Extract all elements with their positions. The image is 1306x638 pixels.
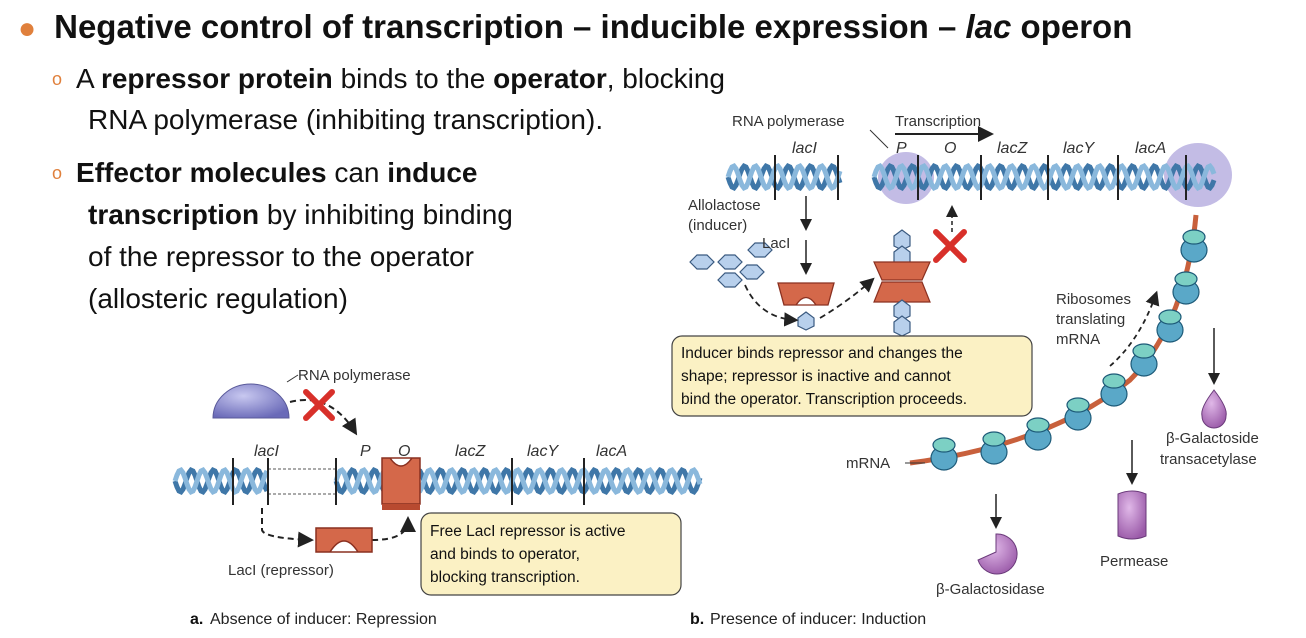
dna-helix-strand: [871, 163, 1217, 191]
gene-label-b-laca: lacA: [1135, 140, 1166, 157]
free-repressor-icon: [315, 527, 373, 553]
title-post: operon: [1011, 8, 1133, 45]
bullet-run: A: [76, 63, 101, 94]
gene-label-b-lacy: lacY: [1063, 140, 1095, 157]
allolactose-label: Allolactose: [688, 197, 761, 214]
bullet-text: A repressor protein binds to the operato…: [76, 63, 725, 94]
bullet-text: of the repressor to the operator: [88, 241, 474, 272]
callout-a-line-1: Free LacI repressor is active: [430, 523, 626, 540]
ribosomes-icon: [930, 229, 1208, 471]
transacetylase-icon: [1201, 389, 1227, 429]
gene-label-laci: lacI: [254, 443, 279, 460]
gene-label-o: O: [398, 443, 410, 460]
caption-a-letter: a.: [190, 611, 203, 628]
rna-polymerase-b-label: RNA polymerase: [732, 113, 845, 130]
rna-polymerase-label: RNA polymerase: [298, 367, 411, 384]
permease-label: Permease: [1100, 553, 1168, 570]
dna-helix-strand: [172, 467, 270, 495]
dna-strand-b: [725, 163, 1217, 191]
bullet-2-line-2: transcription by inhibiting binding: [88, 196, 513, 233]
title-pre: Negative control of transcription – indu…: [54, 8, 966, 45]
bullet-run: repressor protein: [100, 63, 333, 94]
blocked-x-icon: [303, 389, 335, 421]
callout-a-line-3: blocking transcription.: [430, 569, 580, 586]
callout-b-line-3: bind the operator. Transcription proceed…: [681, 391, 967, 408]
bullet-2-line-4: (allosteric regulation): [88, 280, 348, 317]
bullet-text: transcription by inhibiting binding: [88, 199, 513, 230]
gene-label-b-laci: lacI: [792, 140, 817, 157]
laci-repressor-icon: [777, 282, 835, 306]
bullet-circle-icon: o: [52, 69, 63, 89]
callout-b-line-1: Inducer binds repressor and changes the: [681, 345, 963, 362]
caption-a: Absence of inducer: Repression: [210, 611, 437, 628]
dna-helix-strand: [871, 163, 1217, 191]
bullet-run: Effector molecules: [76, 157, 327, 188]
dna-helix-strand: [725, 163, 843, 191]
bullet-run: RNA polymerase (inhibiting transcription…: [88, 104, 604, 135]
laci-b-label: LacI: [762, 235, 790, 252]
transacetylase-label-1: β-Galactoside: [1166, 430, 1259, 447]
inactive-repressor-icon: [873, 229, 931, 337]
bullet-run: binds to the: [332, 63, 494, 94]
bullet-2-line-1: o Effector molecules can induce: [52, 154, 477, 195]
gene-label-lacy: lacY: [527, 443, 559, 460]
bullet-1-line-2: RNA polymerase (inhibiting transcription…: [88, 101, 603, 138]
panel-b: RNA polymerase Transcription lacI P O la…: [671, 113, 1259, 628]
ribosomes-label-3: mRNA: [1056, 331, 1100, 348]
callout-b-line-2: shape; repressor is inactive and cannot: [681, 368, 951, 385]
blocked-x-b-icon: [933, 229, 967, 263]
caption-b: Presence of inducer: Induction: [710, 611, 926, 628]
gene-label-b-o: O: [944, 140, 956, 157]
caption-b-letter: b.: [690, 611, 704, 628]
polymerase-end-icon: [1164, 143, 1232, 207]
transcription-label: Transcription: [895, 113, 981, 130]
rna-polymerase-icon: [212, 383, 290, 419]
bullet-circle-icon: o: [52, 163, 63, 183]
gene-label-b-p: P: [896, 140, 907, 157]
title-italic: lac: [965, 8, 1012, 45]
gene-label-p: P: [360, 443, 371, 460]
galactosidase-label: β-Galactosidase: [936, 581, 1045, 598]
bullet-text: RNA polymerase (inhibiting transcription…: [88, 104, 603, 135]
bullet-run: , blocking: [606, 63, 726, 94]
bullet-run: can: [326, 157, 388, 188]
bullet-2-line-3: of the repressor to the operator: [88, 238, 474, 275]
callout-a-line-2: and binds to operator,: [430, 546, 580, 563]
galactosidase-icon: [977, 533, 1018, 575]
slide-title: ● Negative control of transcription – ind…: [18, 8, 1132, 46]
bullet-run: induce: [387, 157, 478, 188]
title-bullet-icon: ●: [18, 12, 37, 45]
bullet-run: operator: [493, 63, 607, 94]
transacetylase-label-2: transacetylase: [1160, 451, 1257, 468]
dna-strand: [172, 467, 703, 495]
gene-label-b-lacz: lacZ: [997, 140, 1028, 157]
allolactose-molecules-icon: [689, 242, 773, 288]
permease-icon: [1117, 490, 1147, 540]
repressor-label: LacI (repressor): [228, 562, 334, 579]
inducer-label: (inducer): [688, 217, 747, 234]
mrna-label: mRNA: [846, 455, 890, 472]
gene-label-laca: lacA: [596, 443, 627, 460]
bullet-text: Effector molecules can induce: [76, 157, 477, 188]
bullet-run: transcription: [88, 199, 260, 230]
ribosomes-label-1: Ribosomes: [1056, 291, 1131, 308]
bullet-run: (allosteric regulation): [88, 283, 348, 314]
callout-b: [671, 335, 1033, 417]
panel-a: RNA polymerase lacI P O lacZ lacY lacA: [172, 367, 703, 628]
bullet-run: by inhibiting binding: [259, 199, 513, 230]
ribosomes-label-2: translating: [1056, 311, 1125, 328]
bullet-run: of the repressor to the operator: [88, 241, 474, 272]
bound-repressor-icon: [381, 457, 421, 505]
gene-label-lacz: lacZ: [455, 443, 486, 460]
callout-a: [420, 512, 682, 596]
bullet-text: (allosteric regulation): [88, 283, 348, 314]
